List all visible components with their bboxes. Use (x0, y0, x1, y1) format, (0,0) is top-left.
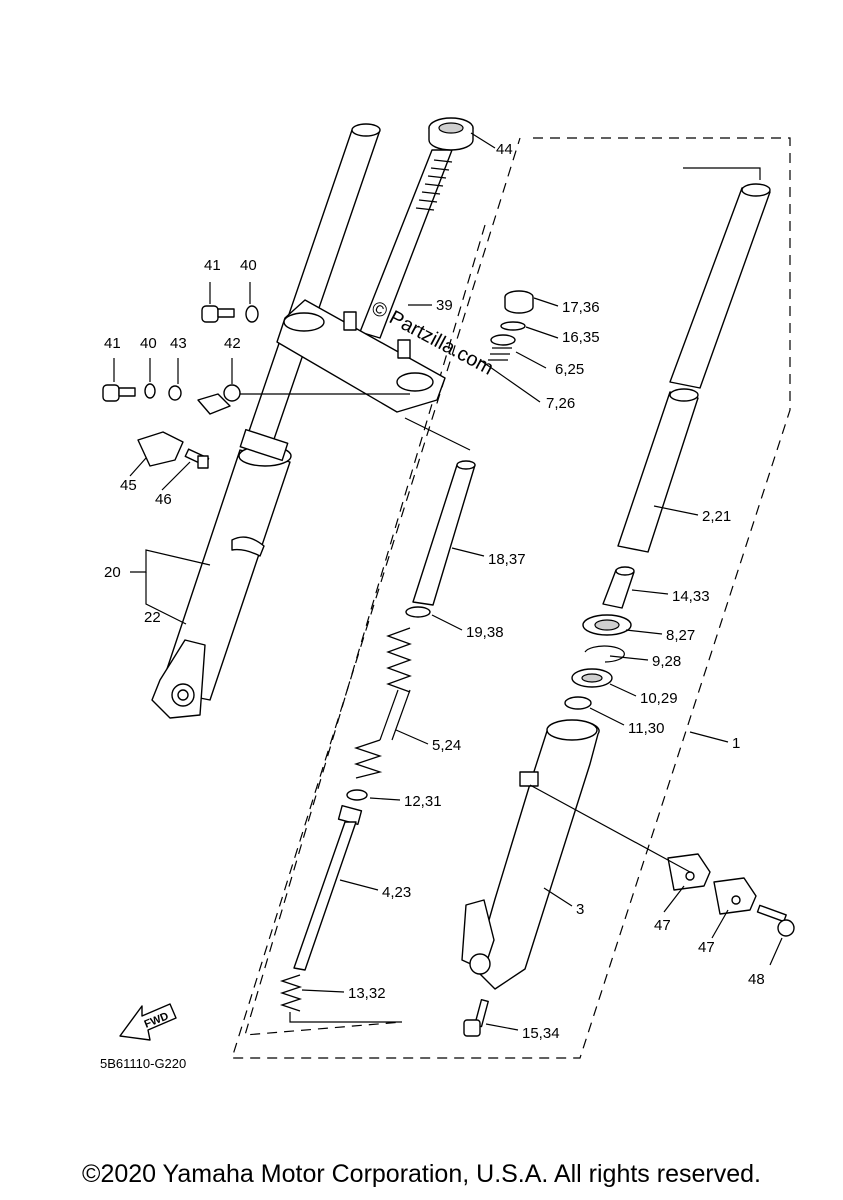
clip-42 (197, 384, 241, 415)
tube-18-37 (412, 460, 476, 606)
callout-22: 22 (144, 609, 161, 626)
callout-20: 20 (104, 564, 121, 581)
bushing-14-33 (602, 566, 635, 609)
bolt-48 (756, 904, 795, 937)
callout-17-36: 17,36 (562, 299, 600, 316)
clip-9-28 (584, 645, 625, 663)
callout-8-27: 8,27 (666, 627, 695, 644)
callout-46: 46 (155, 491, 172, 508)
callout-5-24: 5,24 (432, 737, 461, 754)
seal-10-29 (571, 668, 613, 688)
callout-45: 45 (120, 477, 137, 494)
callout-42: 42 (224, 335, 241, 352)
ring-12-31 (346, 789, 368, 801)
callout-47-a: 47 (654, 917, 671, 934)
group-bracket-inner (289, 1012, 402, 1023)
callout-40-upper: 40 (240, 257, 257, 274)
left-fork-assembly (151, 123, 381, 719)
leader-lines (113, 132, 783, 1031)
callout-6-25: 6,25 (555, 361, 584, 378)
inner-tube-1 (669, 183, 771, 389)
callout-40-lower: 40 (140, 335, 157, 352)
callout-44: 44 (496, 141, 513, 158)
assembly-outline-inner (244, 224, 486, 1036)
cap-17-36 (504, 290, 534, 314)
nut-6-25 (488, 334, 516, 361)
clamp-45 (137, 431, 184, 467)
group-bracket-right (683, 167, 761, 180)
callout-2-21: 2,21 (702, 508, 731, 525)
lower-bracket (276, 299, 446, 413)
callout-4-23: 4,23 (382, 884, 411, 901)
callout-labels: 44 41 40 39 17,36 16,35 6,25 7,26 41 40 … (104, 141, 765, 1042)
bearing-44 (428, 117, 474, 151)
rod-4-23 (293, 804, 363, 971)
seal-8-27 (582, 614, 632, 636)
washer-43 (168, 385, 182, 401)
callout-1: 1 (732, 735, 740, 752)
figure-code: 5B61110-G220 (100, 1056, 186, 1071)
callout-19-38: 19,38 (466, 624, 504, 641)
callout-48: 48 (748, 971, 765, 988)
callout-10-29: 10,29 (640, 690, 678, 707)
callout-39: 39 (436, 297, 453, 314)
callout-41-upper: 41 (204, 257, 221, 274)
bolt-41-upper (201, 305, 235, 323)
inner-tube-2-21 (617, 388, 699, 553)
oring-16-35 (500, 321, 526, 331)
washer-40-upper (245, 305, 259, 323)
outer-tube-3 (461, 719, 600, 990)
callout-16-35: 16,35 (562, 329, 600, 346)
callout-18-37: 18,37 (488, 551, 526, 568)
bolt-15-34 (463, 998, 489, 1037)
callout-3: 3 (576, 901, 584, 918)
spring-5-24 (353, 627, 412, 779)
fwd-arrow-icon: FWD (119, 1003, 177, 1041)
callout-14-33: 14,33 (672, 588, 710, 605)
washer-19-38 (405, 606, 431, 618)
callout-9-28: 9,28 (652, 653, 681, 670)
washer-40-lower (144, 383, 156, 399)
callout-11-30: 11,30 (628, 720, 664, 737)
callout-47-b: 47 (698, 939, 715, 956)
spring-13-32 (279, 974, 303, 1012)
callout-7-26: 7,26 (546, 395, 575, 412)
bolt-41-lower (102, 384, 136, 402)
bolt-46 (184, 448, 210, 469)
assembly-outline-right (231, 137, 791, 1059)
callout-13-32: 13,32 (348, 985, 386, 1002)
washer-11-30 (564, 696, 592, 710)
callout-12-31: 12,31 (404, 793, 442, 810)
callout-15-34: 15,34 (522, 1025, 560, 1042)
callout-41-lower: 41 (104, 335, 121, 352)
copyright-footer: ©2020 Yamaha Motor Corporation, U.S.A. A… (82, 1160, 761, 1188)
callout-43: 43 (170, 335, 187, 352)
clamp-47-b (713, 877, 757, 915)
